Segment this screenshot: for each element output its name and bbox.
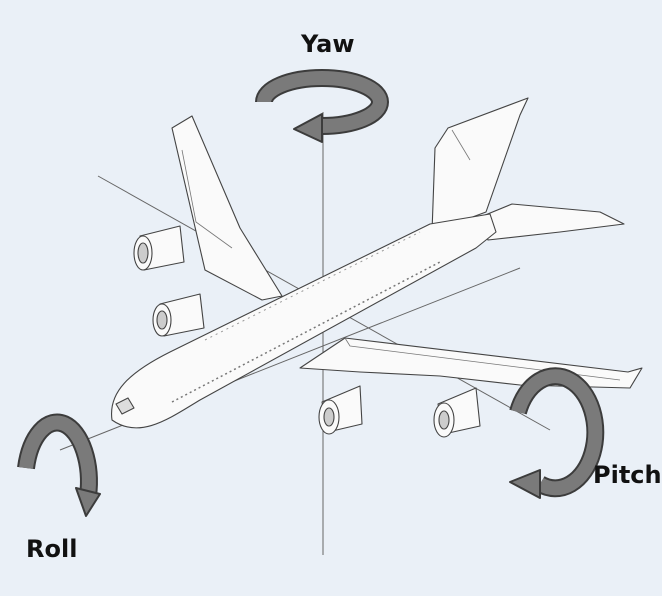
- engine-near-inner: [318, 385, 363, 435]
- engine-near-outer: [433, 387, 481, 438]
- fuselage: [110, 213, 497, 429]
- engine-far-outer: [133, 225, 185, 271]
- engine-far-inner: [152, 293, 205, 337]
- pitch-rotation-arrow: [509, 367, 605, 499]
- left-wing: [171, 115, 283, 301]
- right-wing: [299, 337, 643, 389]
- yaw-label: Yaw: [301, 30, 355, 58]
- vertical-tail: [431, 97, 529, 233]
- pitch-label: Pitch: [593, 461, 662, 489]
- horizontal-stabilizer: [477, 203, 625, 241]
- roll-label: Roll: [26, 535, 78, 563]
- roll-rotation-arrow: [17, 413, 101, 517]
- aircraft-drawing: [110, 97, 643, 438]
- yaw-rotation-arrow: [255, 69, 389, 143]
